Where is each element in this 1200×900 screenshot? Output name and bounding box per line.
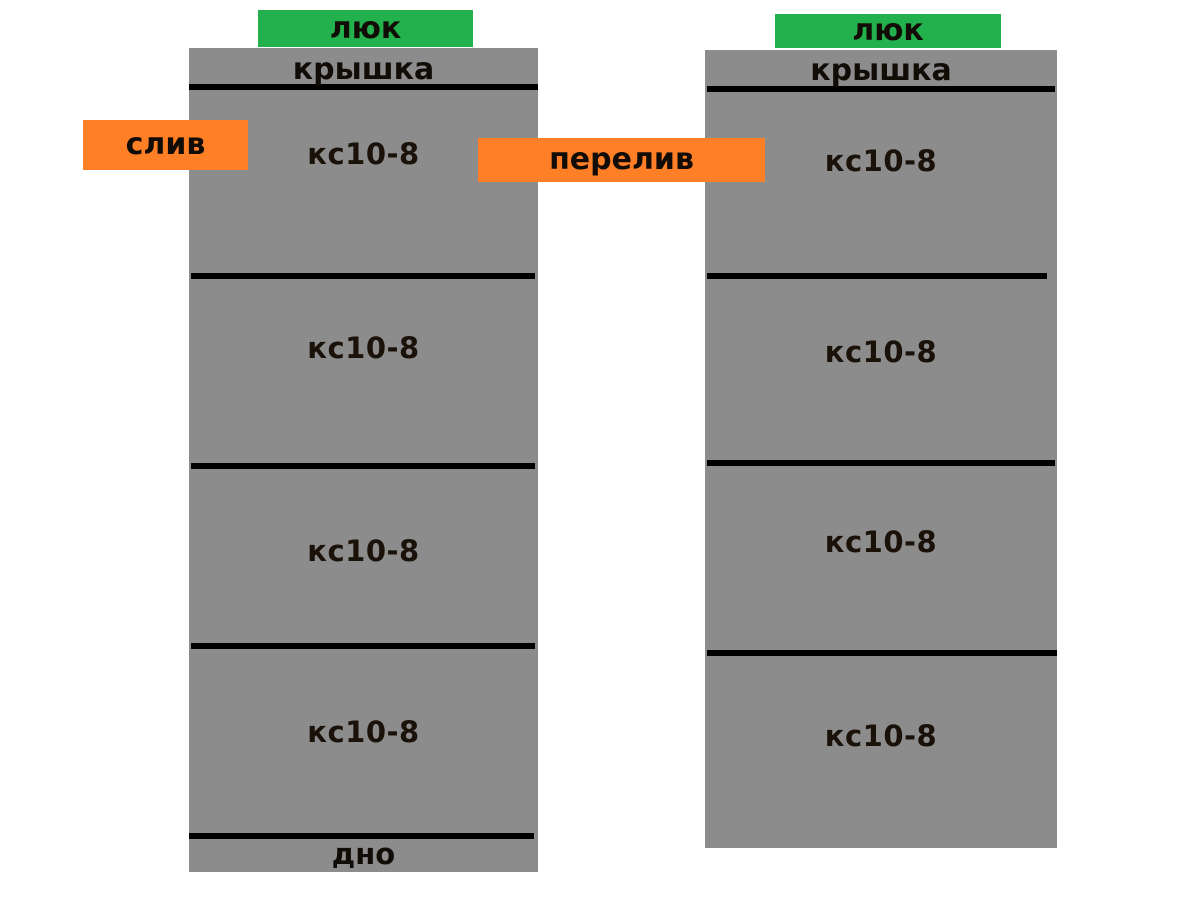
left-tank-ring-label-2: кс10-8 <box>307 331 420 365</box>
right-tank-hatch: люк <box>775 14 1001 48</box>
left-tank-ring-divider-1 <box>191 273 535 279</box>
right-tank-ring-label-2: кс10-8 <box>824 335 938 369</box>
left-tank-bottom-line <box>189 833 534 839</box>
right-tank-ring-divider-1 <box>707 273 1047 279</box>
right-tank-ring-label-1: кс10-8 <box>824 144 938 178</box>
drain-pipe: слив <box>83 120 248 170</box>
right-tank-ring-divider-3 <box>707 650 1057 656</box>
left-tank-ring-divider-2 <box>191 463 535 469</box>
left-tank-hatch: люк <box>258 10 473 47</box>
drain-pipe-label: слив <box>125 127 206 162</box>
left-tank-lid-line <box>189 84 538 90</box>
right-tank-lid-line <box>707 86 1055 92</box>
left-tank-bottom-label: дно <box>331 837 396 871</box>
left-tank-body <box>189 48 538 872</box>
right-tank-body <box>705 50 1057 848</box>
right-tank-ring-divider-2 <box>707 460 1055 466</box>
left-tank-ring-label-4: кс10-8 <box>307 715 420 749</box>
right-tank-hatch-label: люк <box>852 13 924 48</box>
left-tank-ring-label-3: кс10-8 <box>307 534 420 568</box>
overflow-pipe: перелив <box>478 138 765 182</box>
left-tank-hatch-label: люк <box>329 10 402 46</box>
left-tank-lid-label: крышка <box>292 52 435 87</box>
right-tank-ring-label-3: кс10-8 <box>824 525 938 559</box>
right-tank-ring-label-4: кс10-8 <box>824 719 938 753</box>
right-tank-lid-label: крышка <box>810 53 952 88</box>
left-tank-ring-divider-3 <box>191 643 535 649</box>
overflow-pipe-label: перелив <box>549 142 694 177</box>
left-tank-ring-label-1: кс10-8 <box>307 137 420 171</box>
